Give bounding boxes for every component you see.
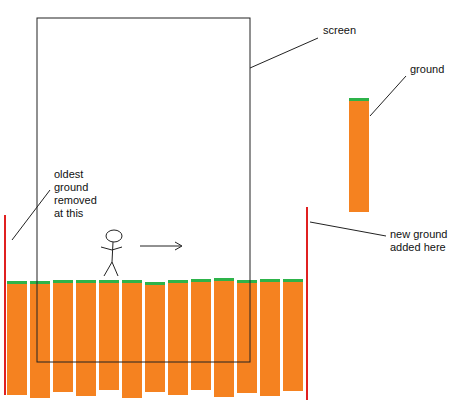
add-line xyxy=(306,207,308,400)
single-ground xyxy=(349,98,369,212)
callout-label: new ground added here xyxy=(390,228,456,254)
stick-figure xyxy=(101,230,122,276)
motion-arrow xyxy=(140,242,182,250)
callout-label: screen xyxy=(323,24,356,37)
callout-label: ground xyxy=(410,63,444,76)
remove-line xyxy=(4,215,6,395)
leader-lines xyxy=(12,38,406,240)
callout-label: oldest ground removed at this xyxy=(54,168,100,220)
ground-columns xyxy=(7,278,303,398)
screen-frame xyxy=(37,18,250,362)
